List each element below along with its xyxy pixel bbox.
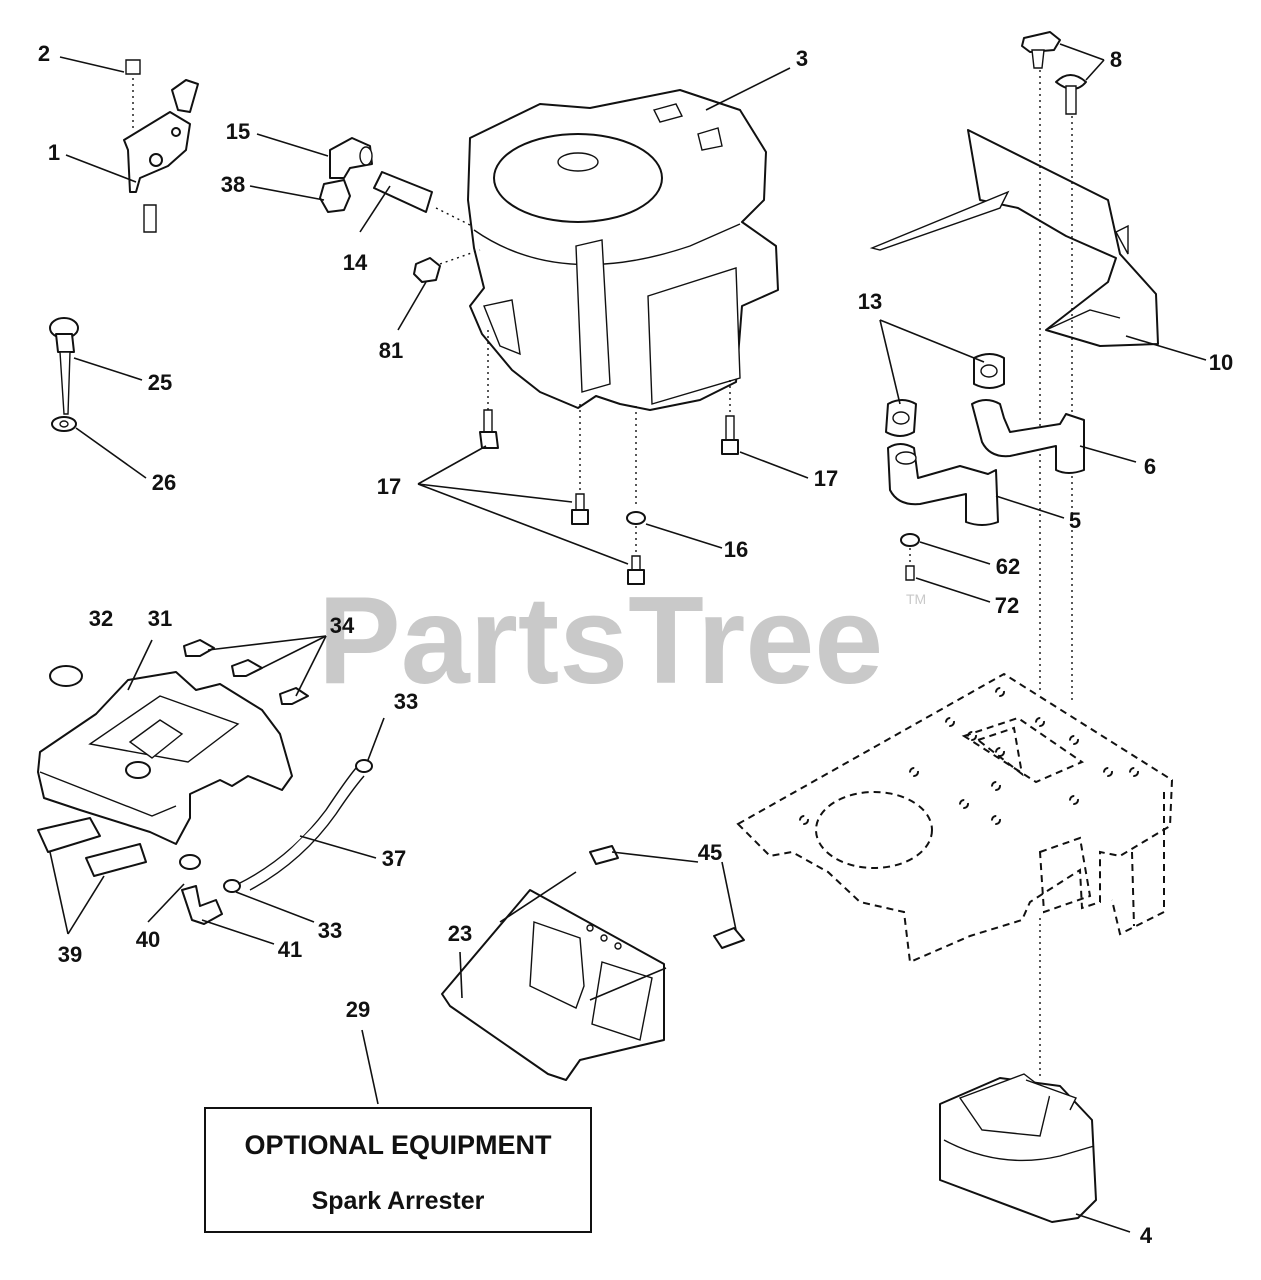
callout-29: 29 [346,997,370,1022]
callout-72: 72 [995,593,1019,618]
callout-31: 31 [148,606,172,631]
callout-40: 40 [136,927,160,952]
watermark-text: PartsTree [318,572,883,710]
callout-16: 16 [724,537,748,562]
callout-39: 39 [58,942,82,967]
spark-arrester-part [37,639,309,877]
optional-equipment-box [204,1107,592,1233]
callout-13: 13 [858,289,882,314]
frame-part [736,672,1174,964]
callout-37: 37 [382,846,406,871]
nut-part [413,249,481,283]
callout-62: 62 [996,554,1020,579]
callout-33-bottom: 33 [318,918,342,943]
fuel-line-part [179,759,373,925]
fitting-parts [319,137,473,227]
callout-26: 26 [152,470,176,495]
engine-part [467,89,779,411]
callout-8: 8 [1110,47,1122,72]
callout-45: 45 [698,840,722,865]
callout-6: 6 [1144,454,1156,479]
callout-2: 2 [38,41,50,66]
choke-cable-part [49,317,79,432]
callout-17-left: 17 [377,474,401,499]
callout-4: 4 [1140,1223,1153,1248]
callout-23: 23 [448,921,472,946]
throttle-control-part [123,59,199,233]
callout-5: 5 [1069,508,1081,533]
callout-1: 1 [48,140,60,165]
callout-41: 41 [278,937,302,962]
muffler-part [939,918,1097,1223]
callout-14: 14 [343,250,368,275]
callout-81: 81 [379,338,403,363]
optional-equipment-title: OPTIONAL EQUIPMENT [244,1130,552,1160]
callout-3: 3 [796,46,808,71]
shield-plate-part [441,845,745,1081]
callout-32: 32 [89,606,113,631]
optional-equipment-item: Spark Arrester [312,1187,485,1215]
callout-17-right: 17 [814,466,838,491]
callout-15: 15 [226,119,250,144]
watermark-trademark: TM [906,591,926,607]
washer-screw-part [900,533,920,581]
callout-10: 10 [1209,350,1233,375]
callout-38: 38 [221,172,245,197]
callout-25: 25 [148,370,172,395]
engine-bolts [479,330,739,585]
callout-34: 34 [330,613,355,638]
exhaust-pipes-part [885,353,1085,526]
callout-33-top: 33 [394,689,418,714]
bolts-8-part [1021,31,1087,700]
heat-shield-part [869,129,1159,347]
